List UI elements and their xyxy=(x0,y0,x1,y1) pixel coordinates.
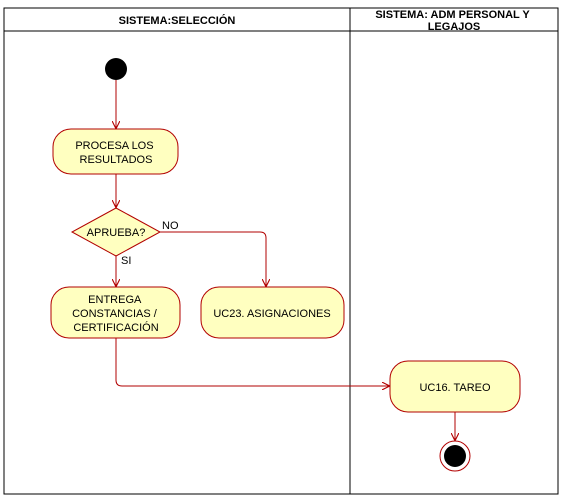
action-label-line: CONSTANCIAS / xyxy=(72,308,158,320)
action-label: PROCESA LOS RESULTADOS xyxy=(75,140,156,166)
edge-decision-no xyxy=(160,231,266,286)
guard-no: NO xyxy=(162,220,179,232)
initial-node xyxy=(105,58,127,80)
lane-title-seleccion: SISTEMA:SELECCIÓN xyxy=(119,14,236,27)
action-entrega-constancias: ENTREGA CONSTANCIAS / CERTIFICACIÓN xyxy=(50,286,181,339)
action-label-line: PROCESA LOS xyxy=(75,140,153,152)
action-label: ENTREGA CONSTANCIAS / CERTIFICACIÓN xyxy=(72,294,160,334)
action-uc23-asignaciones: UC23. ASIGNACIONES xyxy=(200,286,345,339)
action-procesa-resultados: PROCESA LOS RESULTADOS xyxy=(52,128,179,175)
action-label-line: ENTREGA xyxy=(88,294,142,306)
action-label: UC16. TAREO xyxy=(419,382,491,394)
decision-label: APRUEBA? xyxy=(87,227,146,239)
edge-entrega-to-uc16 xyxy=(115,338,389,386)
edges xyxy=(116,80,455,440)
decision-aprueba: APRUEBA? xyxy=(70,207,162,257)
action-uc16-tareo: UC16. TAREO xyxy=(389,360,521,413)
lane-title-line: LEGAJOS xyxy=(428,21,481,33)
action-label-line: RESULTADOS xyxy=(80,154,153,166)
lane-title-line: SISTEMA: ADM PERSONAL Y xyxy=(375,9,530,21)
swimlane-frame xyxy=(3,7,559,495)
action-label-line: CERTIFICACIÓN xyxy=(73,321,158,334)
guard-si: SI xyxy=(121,255,131,267)
action-label: UC23. ASIGNACIONES xyxy=(213,308,330,320)
lane-title-adm-personal: SISTEMA: ADM PERSONAL Y LEGAJOS xyxy=(375,9,532,33)
final-node xyxy=(439,440,471,472)
